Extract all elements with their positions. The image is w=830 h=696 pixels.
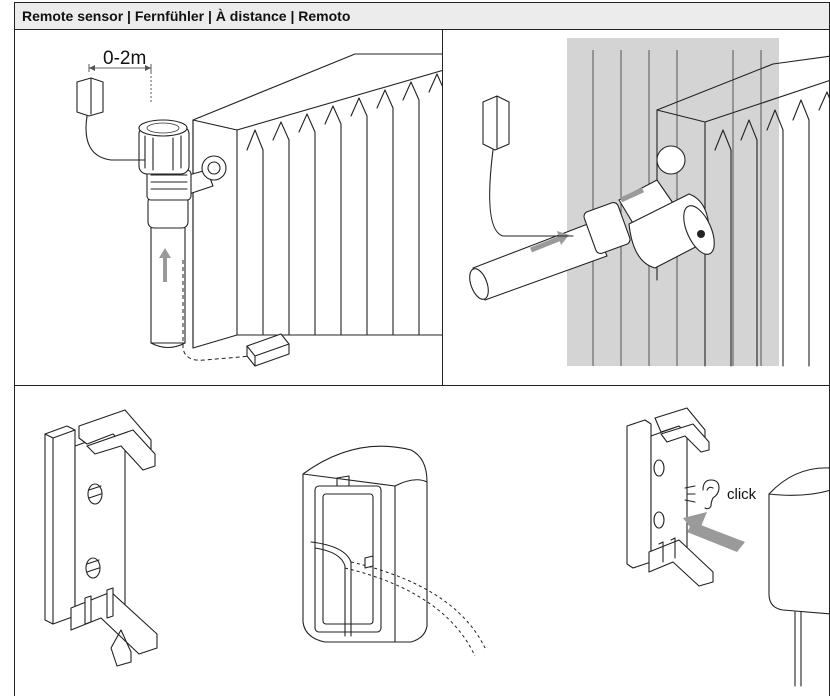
click-label: click	[727, 486, 757, 503]
bracket-drawing-2	[626, 407, 714, 587]
panel-sensor-distance: 0-2m	[14, 30, 443, 386]
ear-icon	[684, 479, 720, 510]
sensor-back-drawing	[302, 445, 486, 657]
sensor-distance-illustration	[76, 53, 442, 367]
valve-drawing	[138, 119, 227, 229]
sensor-body-drawing	[768, 467, 829, 687]
capillary-dashed-drawing	[182, 260, 290, 367]
remote-sensor-drawing	[76, 77, 146, 161]
mounting-steps-illustration	[44, 407, 829, 687]
panel-valve-shaded	[442, 30, 830, 386]
valve-shaded-illustration	[469, 38, 829, 367]
distance-label: 0-2m	[103, 48, 147, 69]
valve-drawing-b	[583, 145, 715, 269]
push-arrow	[683, 512, 745, 552]
panel-mounting-steps: click	[14, 385, 830, 696]
distance-marker	[88, 64, 152, 104]
bracket-drawing-1	[44, 409, 158, 667]
supply-pipe-drawing	[150, 224, 186, 349]
remote-sensor-drawing-b	[482, 95, 574, 237]
radiator-drawing	[192, 53, 442, 349]
horizontal-pipe-drawing	[469, 221, 608, 301]
section-header: Remote sensor | Fernfühler | À distance …	[14, 2, 830, 30]
